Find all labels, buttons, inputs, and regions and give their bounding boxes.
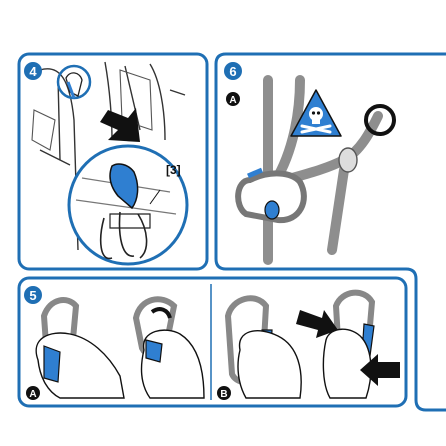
panel-5-sub-label-b: B [220, 389, 227, 400]
panel-6-sub-label: A [229, 95, 236, 106]
callout-label: [3] [166, 163, 181, 177]
panel-4-number: 4 [29, 64, 37, 79]
panel-5: 5 A B [19, 278, 406, 406]
panel-6-number: 6 [229, 64, 236, 79]
panel-5-number: 5 [29, 288, 36, 303]
panel-4: [3] 4 [19, 54, 207, 269]
panel-5-sub-label-a: A [29, 389, 36, 400]
